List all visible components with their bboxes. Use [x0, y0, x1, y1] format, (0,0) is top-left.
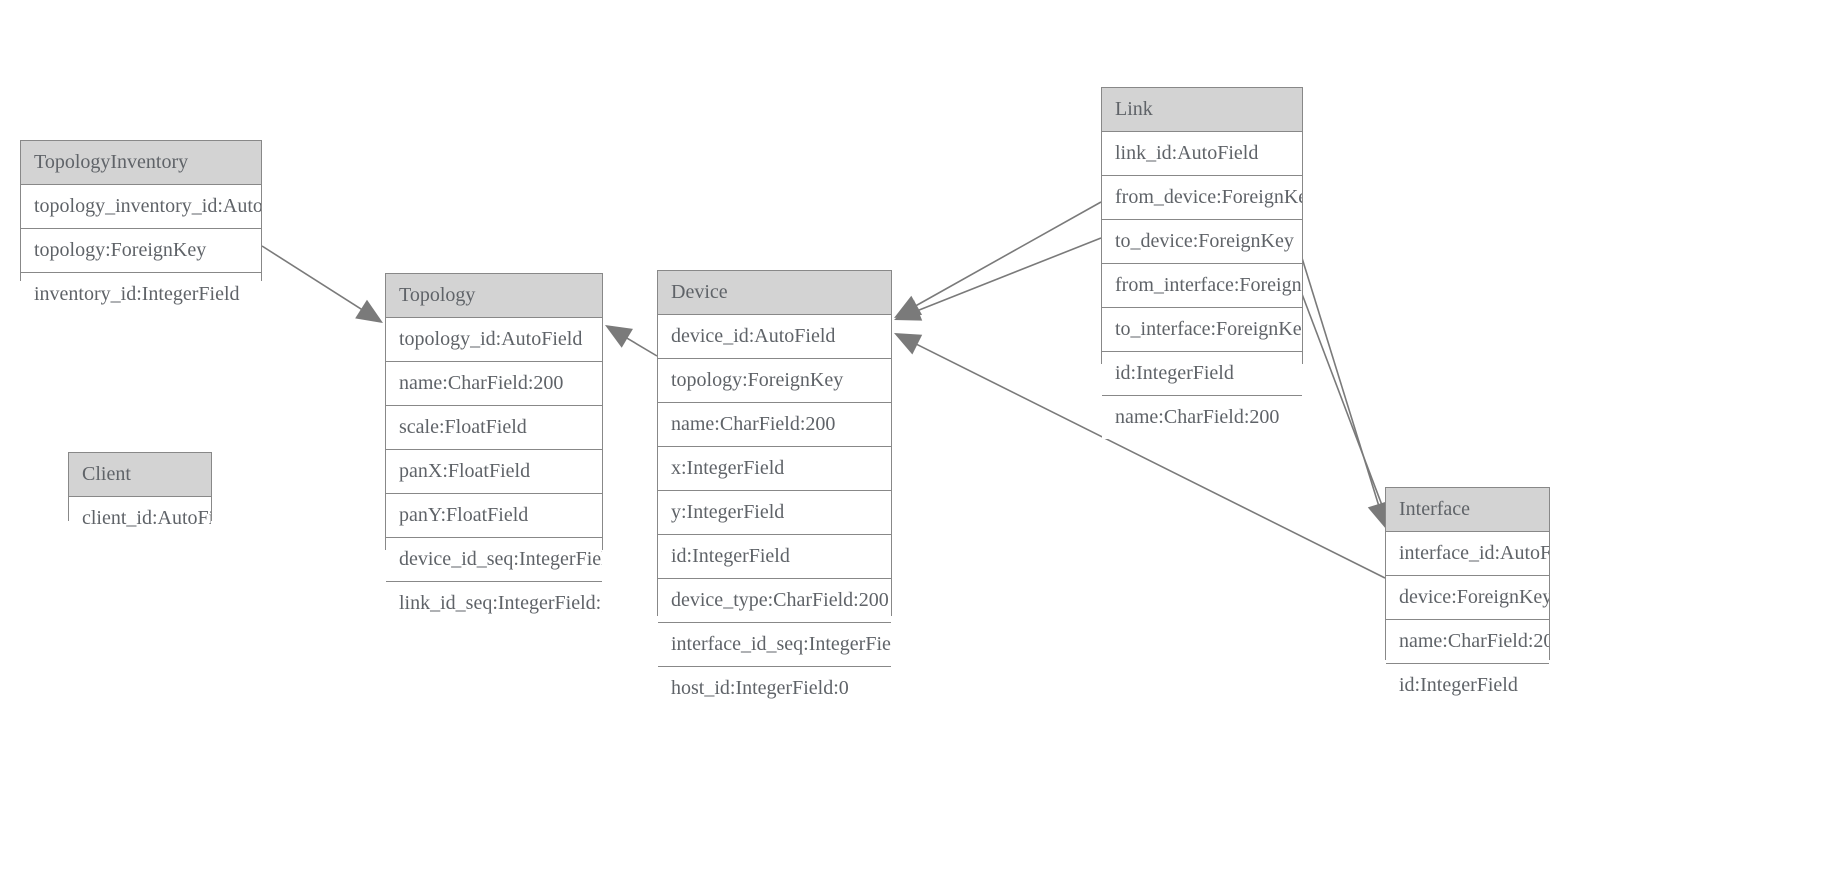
relationship-line: [261, 245, 365, 312]
entity-field: interface_id:AutoField: [1386, 532, 1549, 576]
entity-field: x:IntegerField: [658, 447, 891, 491]
entity-field: id:IntegerField: [1102, 352, 1302, 396]
relationship-arrowhead: [355, 299, 383, 323]
entity-header-interface: Interface: [1386, 488, 1549, 532]
entity-interface[interactable]: Interfaceinterface_id:AutoFielddevice:Fo…: [1385, 487, 1550, 707]
entity-field: host_id:IntegerField:0: [658, 667, 891, 710]
entity-field: device_id:AutoField: [658, 315, 891, 359]
relationship-edge-link-from_interface-to-interface[interactable]: Link → Interface (from_interface:Foreign…: [1301, 257, 1389, 529]
relationship-edge-link-from_device-to-device[interactable]: Link → Device (from_device:ForeignKey): [894, 201, 1102, 318]
relationship-edge-device-to-topology[interactable]: Device → Topology (topology:ForeignKey): [605, 325, 658, 357]
entity-header-device: Device: [658, 271, 891, 315]
relationship-line: [1301, 257, 1381, 509]
entity-field: inventory_id:IntegerField: [21, 273, 261, 316]
entity-field: link_id_seq:IntegerField:0: [386, 582, 602, 625]
entity-field: device_type:CharField:200: [658, 579, 891, 623]
entity-field: name:CharField:200: [1386, 620, 1549, 664]
relationship-arrowhead: [605, 325, 633, 348]
entity-field: name:CharField:200: [658, 403, 891, 447]
entity-field: to_interface:ForeignKey: [1102, 308, 1302, 352]
entity-field: client_id:AutoField: [69, 497, 211, 540]
entity-field: panX:FloatField: [386, 450, 602, 494]
relationship-edge-link-to_interface-to-interface[interactable]: Link → Interface (to_interface:ForeignKe…: [1301, 293, 1393, 529]
entity-field: panY:FloatField: [386, 494, 602, 538]
entity-header-client: Client: [69, 453, 211, 497]
entity-field: topology:ForeignKey: [21, 229, 261, 273]
relationship-line: [914, 237, 1102, 313]
relationship-line: [623, 335, 658, 357]
entity-field: from_device:ForeignKey: [1102, 176, 1302, 220]
entity-field: interface_id_seq:IntegerField:0: [658, 623, 891, 667]
entity-header-link: Link: [1102, 88, 1302, 132]
entity-field: device:ForeignKey: [1386, 576, 1549, 620]
relationship-line: [912, 201, 1102, 308]
entity-field: topology_inventory_id:AutoField: [21, 185, 261, 229]
entity-field: scale:FloatField: [386, 406, 602, 450]
entity-field: name:CharField:200: [386, 362, 602, 406]
entity-field: to_device:ForeignKey: [1102, 220, 1302, 264]
entity-field: device_id_seq:IntegerField:0: [386, 538, 602, 582]
entity-field: topology_id:AutoField: [386, 318, 602, 362]
relationship-edge-link-to_device-to-device[interactable]: Link → Device (to_device:ForeignKey): [894, 237, 1102, 321]
entity-field: topology:ForeignKey: [658, 359, 891, 403]
entity-field: y:IntegerField: [658, 491, 891, 535]
entity-header-topology: Topology: [386, 274, 602, 318]
relationship-arrowhead: [894, 300, 923, 321]
entity-field: id:IntegerField: [658, 535, 891, 579]
relationship-edge-topologyinventory-to-topology[interactable]: TopologyInventory → Topology (topology:F…: [261, 245, 383, 323]
entity-field: id:IntegerField: [1386, 664, 1549, 707]
entity-field: link_id:AutoField: [1102, 132, 1302, 176]
relationship-line: [1301, 293, 1384, 509]
entity-field: from_interface:ForeignKey: [1102, 264, 1302, 308]
relationship-arrowhead: [894, 295, 923, 318]
entity-header-topology_inventory: TopologyInventory: [21, 141, 261, 185]
relationship-arrowhead: [894, 333, 923, 355]
entity-field: name:CharField:200: [1102, 396, 1302, 439]
